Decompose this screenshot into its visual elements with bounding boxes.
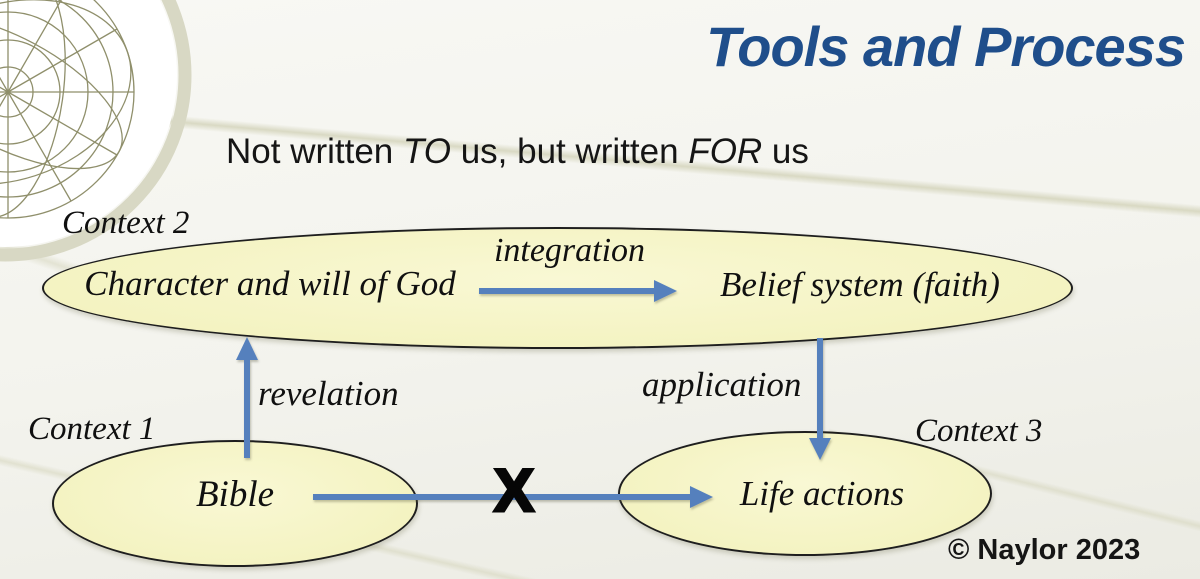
- context-3-label: Context 3: [915, 413, 1043, 449]
- integration-label: integration: [493, 232, 646, 269]
- context-1-label: Context 1: [28, 411, 156, 447]
- bible-label: Bible: [195, 474, 275, 515]
- page-title: Tools and Process: [706, 15, 1186, 78]
- subtitle: Not written TO us, but written FOR us: [226, 132, 809, 172]
- globe-mesh: [0, 0, 135, 219]
- node-ellipse-life-actions: [618, 431, 992, 556]
- belief-system-label: Belief system (faith): [720, 265, 1000, 304]
- copyright-notice: © Naylor 2023: [948, 534, 1141, 566]
- character-will-of-god-label: Character and will of God: [84, 264, 456, 303]
- globe-wireframe-decoration: [0, 0, 192, 262]
- subtitle-text: Not written: [226, 132, 403, 171]
- life-actions-label: Life actions: [739, 474, 905, 513]
- subtitle-emphasis-for: FOR: [688, 132, 763, 171]
- blocked-x-mark: X: [492, 457, 535, 524]
- subtitle-text: us: [762, 132, 809, 171]
- revelation-label: revelation: [258, 374, 399, 413]
- node-ellipse-bible: [52, 440, 418, 567]
- context-2-label: Context 2: [62, 205, 190, 241]
- subtitle-text: us, but written: [450, 132, 689, 171]
- subtitle-emphasis-to: TO: [403, 132, 451, 171]
- application-label: application: [642, 365, 802, 404]
